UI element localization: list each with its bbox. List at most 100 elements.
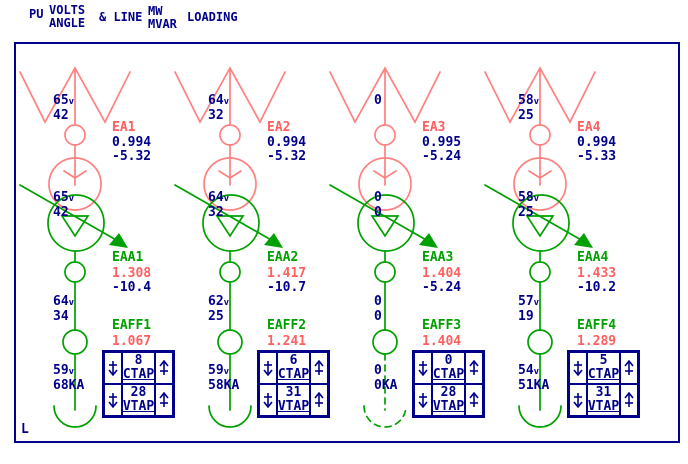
bus-loading-eaff: 1.289 [577, 334, 617, 349]
flow-direction-marker: v [533, 367, 540, 377]
arrow-down-with-bar-icon [418, 361, 428, 377]
arrow-up-with-bar-icon [624, 359, 634, 375]
vtap-value: 28 [130, 385, 147, 400]
flow-direction-marker: v [68, 194, 75, 204]
ctap-label[interactable]: CTAP [122, 367, 155, 382]
arrow-down-with-bar-icon [573, 361, 583, 377]
flow-direction-marker: v [223, 194, 230, 204]
arrow-up-with-bar-icon [159, 391, 169, 407]
bus-loading-eaff: 1.404 [422, 334, 462, 349]
bus-loading-eaa: 1.404 [422, 266, 462, 281]
flow-values-transformer: 58v 25 [518, 190, 540, 220]
bus-label-eaff: EAFF3 [422, 318, 462, 333]
flow-values-load: 54v 51KA [518, 363, 550, 393]
vtap-lower-button[interactable] [259, 384, 277, 416]
ctap-lower-button[interactable] [414, 352, 432, 384]
vtap-label[interactable]: VTAP [277, 399, 310, 414]
tap-control-panel: 5 CTAP 31 VTAP [567, 350, 640, 418]
feeder-art-ea1 [19, 66, 131, 428]
vtap-raise-button[interactable] [465, 384, 483, 416]
arrow-up-with-bar-icon [314, 359, 324, 375]
ctap-raise-button[interactable] [155, 352, 173, 384]
flow-values-source: 0 [374, 93, 382, 108]
ctap-value-cell: 6 CTAP [277, 352, 310, 384]
flow-direction-marker: v [223, 367, 230, 377]
bus-label-eaff: EAFF4 [577, 318, 617, 333]
flow-direction-marker: v [223, 298, 230, 308]
vtap-lower-button[interactable] [569, 384, 587, 416]
bus-angle-eaa: -10.2 [577, 280, 617, 295]
bus-loading-eaa: 1.417 [267, 266, 307, 281]
ctap-value: 5 [599, 353, 608, 368]
ctap-label[interactable]: CTAP [587, 367, 620, 382]
header-angle: ANGLE [49, 16, 86, 30]
flow-values-transformer: 64v 32 [208, 190, 230, 220]
ctap-lower-button[interactable] [569, 352, 587, 384]
ctap-raise-button[interactable] [620, 352, 638, 384]
header-loading: LOADING [187, 10, 238, 24]
feeder-art-ea3 [329, 66, 441, 428]
ctap-lower-button[interactable] [104, 352, 122, 384]
arrow-down-with-bar-icon [108, 361, 118, 377]
bus-label-ea: EA4 [577, 120, 601, 135]
ctap-value: 6 [289, 353, 298, 368]
vtap-lower-button[interactable] [414, 384, 432, 416]
tap-control-panel: 0 CTAP 28 VTAP [412, 350, 485, 418]
ctap-label[interactable]: CTAP [277, 367, 310, 382]
vtap-value-cell: 31 VTAP [587, 384, 620, 416]
ctap-raise-button[interactable] [465, 352, 483, 384]
bus-label-eaff: EAFF1 [112, 318, 152, 333]
bus-label-eaa: EAA3 [422, 250, 454, 265]
arrow-up-with-bar-icon [624, 391, 634, 407]
bus-loading-eaff: 1.241 [267, 334, 307, 349]
flow-direction-marker: v [533, 97, 540, 107]
vtap-value-cell: 31 VTAP [277, 384, 310, 416]
bus-pu-volts: 0.994 [112, 135, 152, 150]
bus-label-eaa: EAA2 [267, 250, 299, 265]
arrow-up-with-bar-icon [314, 391, 324, 407]
bus-angle-eaa: -10.7 [267, 280, 307, 295]
ctap-value-cell: 5 CTAP [587, 352, 620, 384]
bus-label-ea: EA1 [112, 120, 136, 135]
flow-values-transformer: 0 0 [374, 190, 382, 220]
vtap-label[interactable]: VTAP [432, 399, 465, 414]
arrow-down-with-bar-icon [263, 361, 273, 377]
vtap-label[interactable]: VTAP [587, 399, 620, 414]
ctap-label[interactable]: CTAP [432, 367, 465, 382]
flow-values-source: 58v 25 [518, 93, 540, 123]
flow-direction-marker: v [533, 298, 540, 308]
vtap-raise-button[interactable] [155, 384, 173, 416]
bus-loading-eaa: 1.433 [577, 266, 617, 281]
ctap-value-cell: 0 CTAP [432, 352, 465, 384]
flow-direction-marker: v [223, 97, 230, 107]
bus-label-ea: EA2 [267, 120, 291, 135]
bus-angle-eaa: -5.24 [422, 280, 462, 295]
bus-label-eaff: EAFF2 [267, 318, 307, 333]
bus-loading-eaa: 1.308 [112, 266, 152, 281]
bus-angle: -5.24 [422, 149, 462, 164]
vtap-lower-button[interactable] [104, 384, 122, 416]
vtap-raise-button[interactable] [310, 384, 328, 416]
ctap-value-cell: 8 CTAP [122, 352, 155, 384]
flow-values-feeder: 0 0 [374, 294, 382, 324]
header-and-line: & LINE [99, 10, 143, 24]
ctap-value: 8 [134, 353, 143, 368]
vtap-value-cell: 28 VTAP [432, 384, 465, 416]
vtap-label[interactable]: VTAP [122, 399, 155, 414]
vtap-raise-button[interactable] [620, 384, 638, 416]
bus-angle: -5.32 [112, 149, 152, 164]
arrow-up-with-bar-icon [159, 359, 169, 375]
feeder-art-ea2 [174, 66, 286, 428]
arrow-up-with-bar-icon [469, 359, 479, 375]
ctap-raise-button[interactable] [310, 352, 328, 384]
arrow-down-with-bar-icon [573, 393, 583, 409]
arrow-down-with-bar-icon [108, 393, 118, 409]
header-volts: VOLTS [49, 3, 86, 17]
vtap-value: 28 [440, 385, 457, 400]
arrow-up-with-bar-icon [469, 391, 479, 407]
bus-label-ea: EA3 [422, 120, 446, 135]
flow-values-load: 0 0KA [374, 363, 398, 393]
ctap-lower-button[interactable] [259, 352, 277, 384]
flow-values-source: 64v 32 [208, 93, 230, 123]
